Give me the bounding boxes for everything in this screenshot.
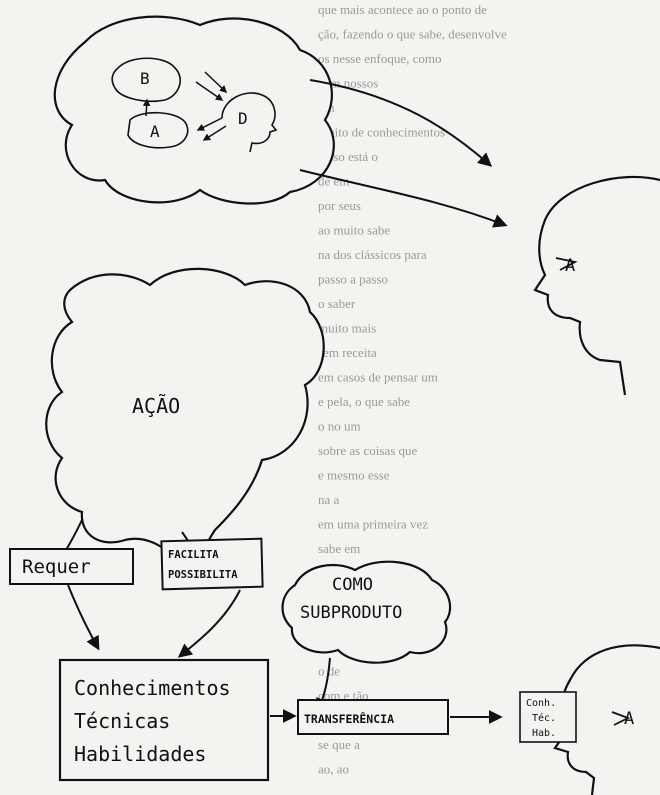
background-text-line: os nesse enfoque, como — [318, 51, 441, 66]
head-top-right: A — [533, 175, 660, 396]
background-text-line: muito de conhecimentos — [318, 125, 445, 140]
requer-box: Requer — [9, 548, 134, 585]
knowledge-box: Conhecimentos Técnicas Habilidades — [58, 658, 270, 782]
knowledge-line-3: Habilidades — [74, 742, 206, 766]
background-text-line: sabe em — [318, 541, 360, 556]
facilita-box: FACILITA POSSIBILITA — [160, 537, 264, 591]
knowledge-line-2: Técnicas — [74, 709, 170, 733]
node-a-label: A — [150, 122, 160, 141]
background-text-line: por seus — [318, 198, 361, 213]
subproduto-line1: COMO — [332, 575, 373, 595]
background-text-line: na dos clássicos para — [318, 247, 427, 262]
arrow-requer-to-knowledge — [67, 584, 100, 651]
head-bottom-eye — [611, 711, 631, 726]
mini-line-1: Conh. — [526, 698, 556, 709]
mini-knowledge-box — [519, 691, 577, 743]
arrow-a-to-b — [142, 98, 151, 117]
subproduto-line2: SUBPRODUTO — [300, 603, 402, 623]
node-d-label: D — [238, 109, 248, 128]
background-text-line: e mesmo esse — [318, 468, 390, 483]
background-text-line: em casos de pensar um — [318, 370, 438, 385]
mini-line-2: Téc. — [532, 712, 556, 724]
background-text-line: o no um — [318, 419, 361, 434]
background-text-line: ao, ao — [318, 762, 349, 777]
background-text-line: bem nossos — [318, 76, 378, 91]
background-text-line: na a — [318, 492, 340, 507]
head-bottom-letter: A — [624, 709, 634, 729]
head-top-eye — [555, 257, 578, 271]
background-text-line: muito mais — [318, 321, 376, 336]
background-text-line: passo a passo — [318, 272, 388, 287]
background-text-line: ção, fazendo o que sabe, desenvolve — [318, 27, 507, 42]
background-text-line: que mais acontece ao o ponto de — [318, 2, 487, 17]
arrow-facilita-to-knowledge — [177, 589, 241, 658]
transferencia-label: TRANSFERÊNCIA — [304, 711, 394, 726]
background-text-line: se que a — [318, 737, 360, 752]
mini-line-3: Hab. — [532, 728, 556, 739]
arrow-cloud-to-head-2 — [299, 169, 508, 228]
background-text-line: sobre as coisas que — [318, 443, 418, 458]
head-bottom-right: A Conh. Téc. Hab. — [519, 644, 660, 795]
node-a-outline — [127, 111, 189, 149]
head-top-letter: A — [565, 256, 575, 276]
background-text-line: ao muito sabe — [318, 223, 390, 238]
background-text: que mais acontece ao o ponto de ção, faze… — [318, 2, 507, 777]
arrow-cloud-to-head — [309, 79, 493, 167]
arrow-d-to-a-2 — [202, 125, 227, 141]
thought-cloud-top: B A D — [53, 15, 335, 205]
background-text-line: o saber — [318, 296, 356, 311]
background-text-line: em uma primeira vez — [318, 517, 428, 532]
transferencia-box: TRANSFERÊNCIA — [297, 699, 449, 735]
action-cloud: AÇÃO — [45, 267, 325, 575]
node-d-head — [221, 92, 278, 153]
node-b-outline — [111, 57, 181, 103]
background-text-line: e pela, o que sabe — [318, 394, 410, 409]
background-text-line: sem receita — [318, 345, 377, 360]
subproduto-cloud: COMO SUBPRODUTO — [281, 560, 452, 713]
arrow-d-to-a — [196, 117, 223, 131]
arrow-b-to-d-2 — [204, 71, 228, 94]
node-b-label: B — [140, 69, 150, 88]
requer-label: Requer — [22, 556, 91, 578]
arrow-b-to-d — [195, 81, 224, 101]
action-label: AÇÃO — [132, 394, 180, 418]
possibilita-label: POSSIBILITA — [168, 569, 238, 581]
facilita-label: FACILITA — [168, 549, 219, 561]
knowledge-line-1: Conhecimentos — [74, 676, 231, 700]
